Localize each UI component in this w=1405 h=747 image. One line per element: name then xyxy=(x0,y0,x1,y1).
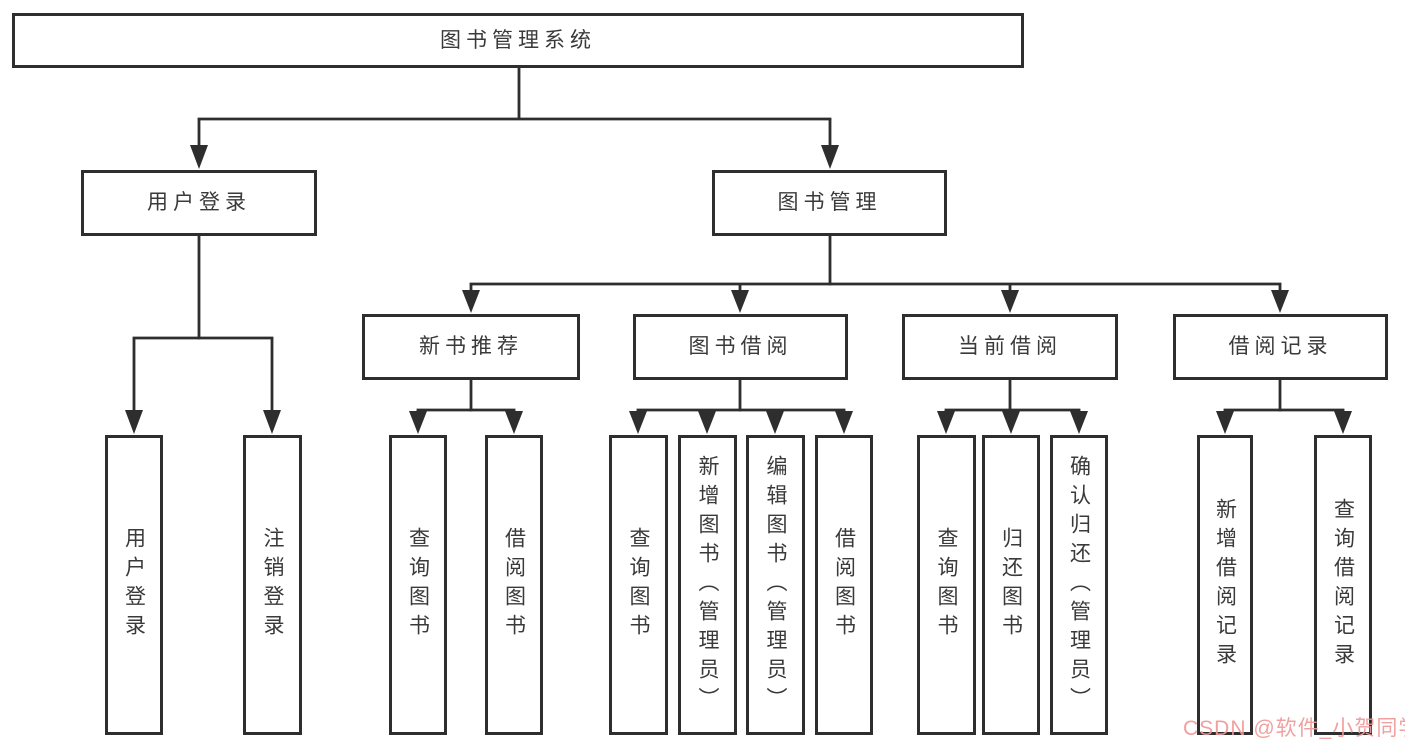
node-leaf-edit-book: 编辑图书（管理员） xyxy=(746,435,805,735)
node-leaf-query-book-1-label: 查询图书 xyxy=(406,527,430,643)
node-leaf-user-login: 用户登录 xyxy=(105,435,163,735)
node-leaf-query-borrow-record-label: 查询借阅记录 xyxy=(1331,498,1355,672)
node-root: 图书管理系统 xyxy=(12,13,1024,68)
node-leaf-edit-book-label: 编辑图书（管理员） xyxy=(764,454,787,716)
node-book-borrow-label: 图书借阅 xyxy=(688,335,793,359)
node-borrow-records-label: 借阅记录 xyxy=(1228,335,1333,359)
node-leaf-confirm-return-label: 确认归还（管理员） xyxy=(1067,454,1091,716)
node-leaf-add-borrow-record: 新增借阅记录 xyxy=(1197,435,1253,735)
connector-arrowheads xyxy=(125,145,1352,434)
node-current-borrow: 当前借阅 xyxy=(902,314,1118,380)
node-book-management-label: 图书管理 xyxy=(777,191,882,215)
node-leaf-borrow-book-1: 借阅图书 xyxy=(485,435,543,735)
node-user-login-label: 用户登录 xyxy=(147,191,251,215)
csdn-watermark: CSDN @软件_小贺同学 xyxy=(1183,717,1405,740)
node-leaf-query-book-3-label: 查询图书 xyxy=(935,527,958,643)
node-leaf-borrow-book-1-label: 借阅图书 xyxy=(502,527,526,643)
node-user-login: 用户登录 xyxy=(81,170,317,236)
node-leaf-user-login-label: 用户登录 xyxy=(122,527,146,643)
node-current-borrow-label: 当前借阅 xyxy=(958,335,1062,359)
node-leaf-query-book-3: 查询图书 xyxy=(917,435,976,735)
node-borrow-records: 借阅记录 xyxy=(1173,314,1388,380)
node-root-label: 图书管理系统 xyxy=(440,28,596,52)
node-leaf-logout-label: 注销登录 xyxy=(261,527,284,643)
node-leaf-query-borrow-record: 查询借阅记录 xyxy=(1314,435,1372,735)
node-new-book-recommend-label: 新书推荐 xyxy=(419,335,523,359)
node-leaf-borrow-book-2-label: 借阅图书 xyxy=(832,527,856,643)
node-leaf-add-book-label: 新增图书（管理员） xyxy=(696,454,719,716)
node-leaf-query-book-2-label: 查询图书 xyxy=(627,527,650,643)
node-leaf-query-book-1: 查询图书 xyxy=(389,435,447,735)
node-leaf-logout: 注销登录 xyxy=(243,435,302,735)
node-leaf-return-book: 归还图书 xyxy=(982,435,1040,735)
node-leaf-confirm-return: 确认归还（管理员） xyxy=(1050,435,1108,735)
node-leaf-query-book-2: 查询图书 xyxy=(609,435,668,735)
node-leaf-return-book-label: 归还图书 xyxy=(999,527,1023,643)
node-book-management: 图书管理 xyxy=(712,170,947,236)
node-new-book-recommend: 新书推荐 xyxy=(362,314,580,380)
node-leaf-add-borrow-record-label: 新增借阅记录 xyxy=(1213,498,1237,672)
node-book-borrow: 图书借阅 xyxy=(633,314,848,380)
node-leaf-borrow-book-2: 借阅图书 xyxy=(815,435,873,735)
node-leaf-add-book: 新增图书（管理员） xyxy=(678,435,737,735)
